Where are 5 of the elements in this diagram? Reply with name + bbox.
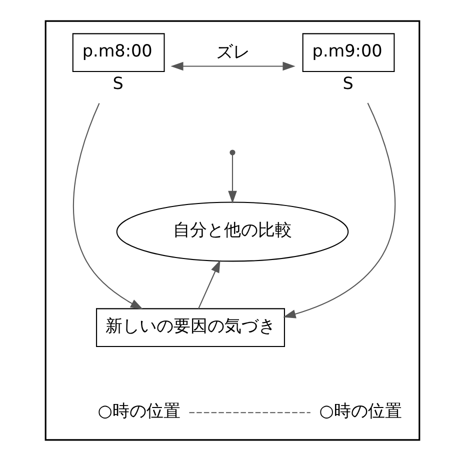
node-label: S [342, 73, 354, 94]
node-text: ○時の位置 [319, 400, 402, 421]
edge-label: ズレ [216, 42, 250, 62]
node-text: ○時の位置 [98, 400, 180, 421]
node-label: S [112, 73, 124, 94]
